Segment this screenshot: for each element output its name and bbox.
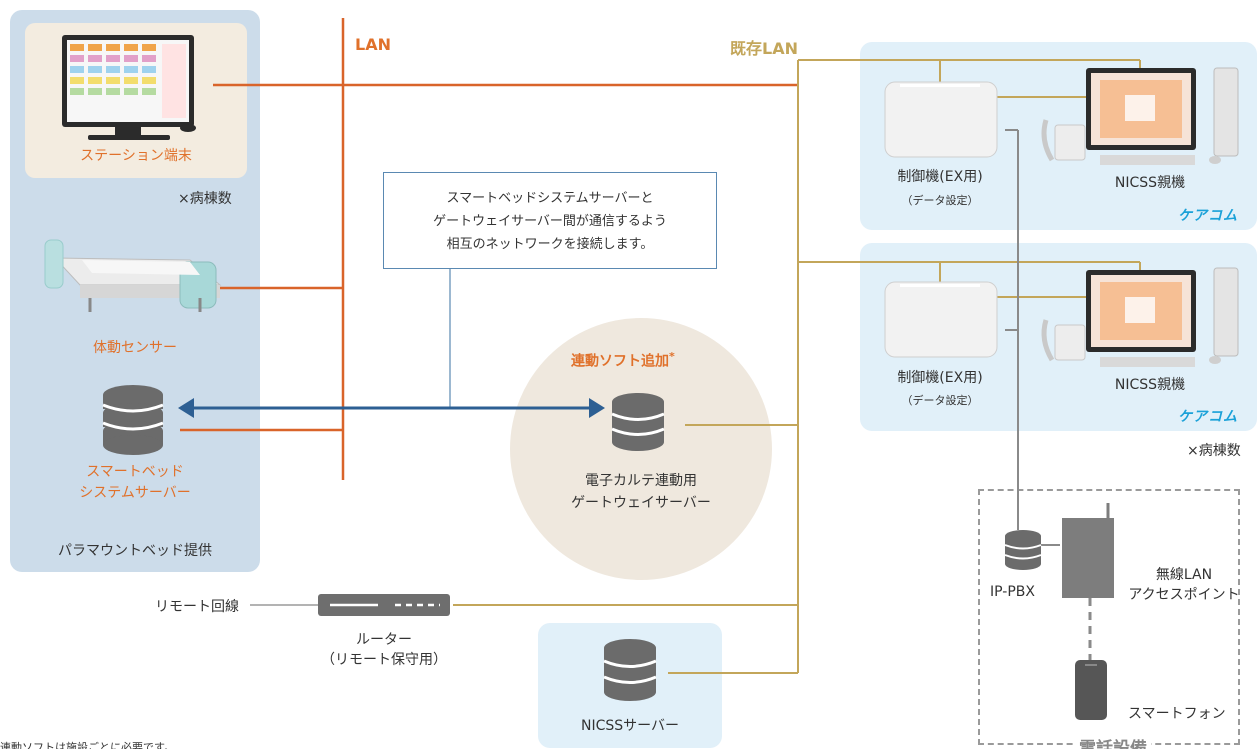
nicss-master-label-1: NICSS親機 <box>1114 175 1186 191</box>
controller-label-1: 制御機(EX用) <box>897 169 983 185</box>
gateway-server-label: 電子カルテ連動用 ゲートウェイサーバー <box>571 473 711 511</box>
smartphone-icon <box>1075 660 1107 720</box>
existing-lan-label: 既存LAN <box>730 39 798 58</box>
station-monitor-icon <box>62 35 196 140</box>
wireless-ap-label: 無線LAN アクセスポイント <box>1128 567 1240 603</box>
nicss-server-icon <box>604 639 656 701</box>
nicss-master-monitor-2 <box>1086 267 1239 367</box>
desk-phone-icon-2 <box>1041 319 1086 362</box>
smartphone-label: スマートフォン <box>1128 706 1226 722</box>
desk-phone-icon-1 <box>1041 119 1086 162</box>
controller-sub-label-2: （データ設定） <box>901 394 979 407</box>
bed-icon <box>44 239 222 312</box>
carecom-logo-1: ケアコム <box>1178 208 1238 224</box>
ward-multiplier-right: ×病棟数 <box>1187 443 1241 459</box>
ward-multiplier-left: ×病棟数 <box>178 191 232 207</box>
nicss-master-monitor-1 <box>1086 67 1239 165</box>
controller-sub-label-1: （データ設定） <box>901 194 979 207</box>
router-label: ルーター （リモート保守用） <box>321 632 447 668</box>
wireless-ap-icon <box>1062 503 1114 598</box>
existing-lan-lines <box>453 59 1141 674</box>
lan-lines <box>180 18 798 480</box>
controller-label-2: 制御機(EX用) <box>897 370 983 386</box>
controller-device-icon-2 <box>884 281 998 358</box>
controller-device-icon-1 <box>884 81 998 158</box>
phone-equipment-title: 電話設備 <box>1075 734 1151 749</box>
server-link-arrow <box>178 398 605 418</box>
carecom-logo-2: ケアコム <box>1178 409 1238 425</box>
asterisk-mark: * <box>669 350 675 363</box>
ippbx-label: IP-PBX <box>990 584 1035 600</box>
lan-label: LAN <box>355 35 391 54</box>
smartbed-server-label: スマートベッド システムサーバー <box>79 464 191 501</box>
body-sensor-label: 体動センサー <box>93 340 177 356</box>
connection-note: スマートベッドシステムサーバーと ゲートウェイサーバー間が通信するよう 相互のネ… <box>383 172 717 269</box>
remote-line-label: リモート回線 <box>155 599 239 615</box>
router-icon <box>318 594 450 616</box>
gateway-add-label: 連動ソフト追加* <box>571 350 675 370</box>
ippbx-icon <box>1005 530 1041 570</box>
footnote: 連動ソフトは施設ごとに必要です。 <box>0 741 175 749</box>
nicss-master-label-2: NICSS親機 <box>1114 377 1186 393</box>
provider-label: パラマウントベッド提供 <box>58 543 212 559</box>
gateway-server-icon <box>612 393 664 451</box>
smartbed-server-icon <box>103 385 163 455</box>
nicss-server-label: NICSSサーバー <box>580 718 679 734</box>
station-terminal-label: ステーション端末 <box>80 148 192 164</box>
